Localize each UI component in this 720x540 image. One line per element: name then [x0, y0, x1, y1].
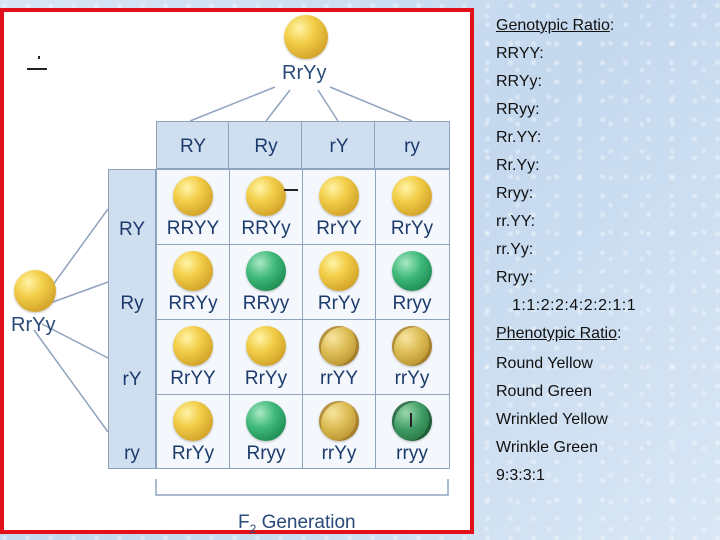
column-header: ry — [375, 136, 449, 158]
phenotypic-ratio-value: 9:3:3:1 — [496, 467, 545, 485]
genotypic-ratio-value: 1:1:2:2:4:2:2:1:1 — [512, 297, 636, 315]
genotype-line: Rr.Yy: — [496, 157, 540, 175]
offspring-genotype: rryy — [375, 443, 449, 465]
offspring-genotype: RRyy — [229, 293, 303, 315]
offspring-pea — [173, 401, 213, 441]
offspring-pea — [173, 176, 213, 216]
row-header-band — [108, 169, 156, 469]
phenotypic-heading-text: Phenotypic Ratio — [496, 325, 617, 342]
genotype-line: Rr.YY: — [496, 129, 541, 147]
genotype-line: rr.YY: — [496, 213, 535, 231]
phenotype-line: Wrinkle Green — [496, 439, 598, 457]
phenotype-line: Wrinkled Yellow — [496, 411, 608, 429]
offspring-pea — [392, 176, 432, 216]
offspring-pea — [246, 326, 286, 366]
offspring-genotype: Rryy — [375, 293, 449, 315]
phenotype-line: Round Yellow — [496, 355, 593, 373]
offspring-pea — [319, 251, 359, 291]
column-header: RY — [156, 136, 230, 158]
genotype-line: RRYY: — [496, 45, 544, 63]
stray-mark — [27, 68, 47, 70]
offspring-genotype: Rryy — [229, 443, 303, 465]
offspring-pea — [392, 401, 432, 441]
column-header: Ry — [229, 136, 303, 158]
phenotypic-heading-colon: : — [617, 325, 621, 342]
offspring-pea — [319, 401, 359, 441]
parent-pea-left — [14, 270, 56, 312]
offspring-pea — [319, 326, 359, 366]
offspring-genotype: RRYy — [156, 293, 230, 315]
generation-suffix: Generation — [256, 512, 355, 533]
stray-mark — [38, 56, 40, 59]
offspring-genotype: RrYy — [229, 368, 303, 390]
offspring-genotype: rrYy — [302, 443, 376, 465]
parent-pea-top — [284, 15, 328, 59]
genotypic-ratio-heading: Genotypic Ratio: — [496, 17, 614, 35]
stray-mark — [284, 189, 298, 191]
genotype-line: RRYy: — [496, 73, 542, 91]
phenotype-line: Round Green — [496, 383, 592, 401]
offspring-genotype: rrYy — [375, 368, 449, 390]
offspring-pea — [392, 326, 432, 366]
parent-genotype-left: RrYy — [11, 314, 55, 337]
column-header: rY — [302, 136, 376, 158]
genotype-line: RRyy: — [496, 101, 540, 119]
offspring-genotype: rrYY — [302, 368, 376, 390]
offspring-genotype: RrYY — [302, 218, 376, 240]
offspring-pea — [173, 251, 213, 291]
offspring-genotype: RrYy — [156, 443, 230, 465]
phenotypic-ratio-heading: Phenotypic Ratio: — [496, 325, 621, 343]
offspring-genotype: RRYy — [229, 218, 303, 240]
offspring-genotype: RrYy — [375, 218, 449, 240]
genotypic-heading-colon: : — [610, 17, 614, 34]
offspring-pea — [246, 401, 286, 441]
genotype-line: Rryy: — [496, 185, 533, 203]
offspring-genotype: RrYy — [302, 293, 376, 315]
genotype-line: Rryy: — [496, 269, 533, 287]
offspring-pea — [392, 251, 432, 291]
offspring-genotype: RRYY — [156, 218, 230, 240]
offspring-genotype: RrYY — [156, 368, 230, 390]
offspring-pea — [246, 251, 286, 291]
stray-mark — [410, 413, 412, 427]
offspring-pea — [246, 176, 286, 216]
generation-label: F2 Generation — [238, 512, 356, 536]
parent-genotype-top: RrYy — [282, 62, 326, 85]
genotypic-heading-text: Genotypic Ratio — [496, 17, 610, 34]
offspring-pea — [173, 326, 213, 366]
generation-prefix: F — [238, 512, 250, 533]
genotype-line: rr.Yy: — [496, 241, 533, 259]
offspring-pea — [319, 176, 359, 216]
